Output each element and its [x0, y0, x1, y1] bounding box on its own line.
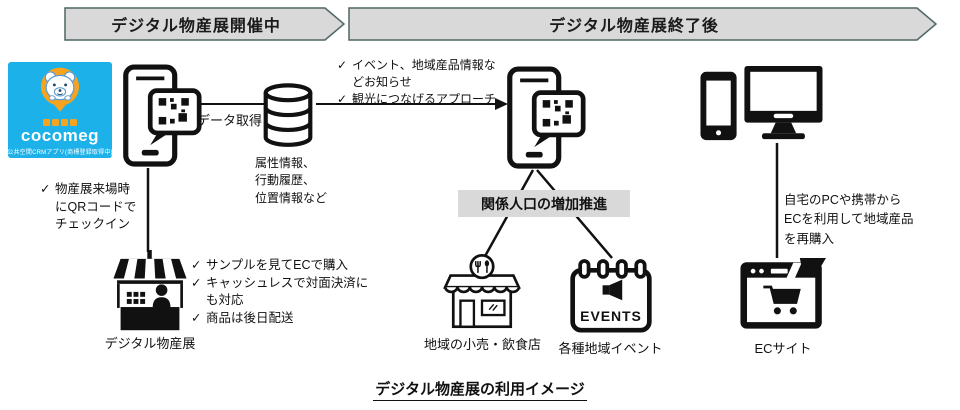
- events-caption: 各種地域イベント: [558, 341, 663, 356]
- cocomeg-bear-pin-icon: [40, 67, 80, 112]
- logo-badges: [43, 118, 77, 126]
- check-icon: ✓: [337, 58, 348, 72]
- cocomeg-logo: cocomeg 公共空間CRMアプリ(商標登録取得中): [7, 62, 113, 158]
- banner-after-label: デジタル物産展終了後: [549, 18, 719, 35]
- footer-title: デジタル物産展の利用イメージ: [0, 378, 960, 401]
- phone-qr-icon-center: [507, 66, 586, 169]
- banner-during-shape: [64, 7, 346, 41]
- logo-brand: cocomeg: [20, 125, 100, 145]
- market-stall-icon: [113, 250, 187, 331]
- check-icon: ✓: [337, 91, 348, 106]
- checkin-note: ✓物産展来場時 にQRコードで チェックイン: [40, 182, 137, 231]
- notify-checklist: ✓イベント、地域産品情報などお知らせ ✓観光につなげるアプローチ: [337, 58, 497, 106]
- home-note: 自宅のPCや携帯から ECを利用して地域産品 を再購入: [784, 193, 914, 246]
- database-caption: 属性情報、 行動履歴、 位置情報など: [255, 156, 328, 205]
- events-word: EVENTS: [580, 308, 642, 324]
- ec-site-icon: [740, 258, 826, 329]
- ec-caption: ECサイト: [754, 341, 812, 356]
- logo-tagline: 公共空間CRMアプリ(商標登録取得中): [7, 149, 113, 156]
- home-devices-icon: [700, 65, 823, 141]
- stall-checklist: ✓サンプルを見てECで購入 ✓キャッシュレスで対面決済にも対応 ✓商品は後日配送: [191, 257, 373, 327]
- relation-box: 関係人口の増加推進: [458, 190, 630, 217]
- check-icon: ✓: [191, 258, 202, 272]
- check-icon: ✓: [191, 275, 202, 290]
- banner-during-label: デジタル物産展開催中: [111, 18, 281, 35]
- phone-qr-icon-left: [123, 64, 202, 167]
- database-icon: [263, 83, 313, 147]
- stall-caption: デジタル物産展: [104, 336, 196, 351]
- check-icon: ✓: [191, 310, 202, 325]
- events-calendar-icon: EVENTS: [570, 259, 652, 333]
- check-icon: ✓: [40, 182, 51, 196]
- store-icon: [443, 254, 521, 329]
- store-caption: 地域の小売・飲食店: [423, 337, 541, 352]
- banner-after-shape: [348, 7, 938, 41]
- data-acquisition-label: データ取得: [197, 113, 263, 128]
